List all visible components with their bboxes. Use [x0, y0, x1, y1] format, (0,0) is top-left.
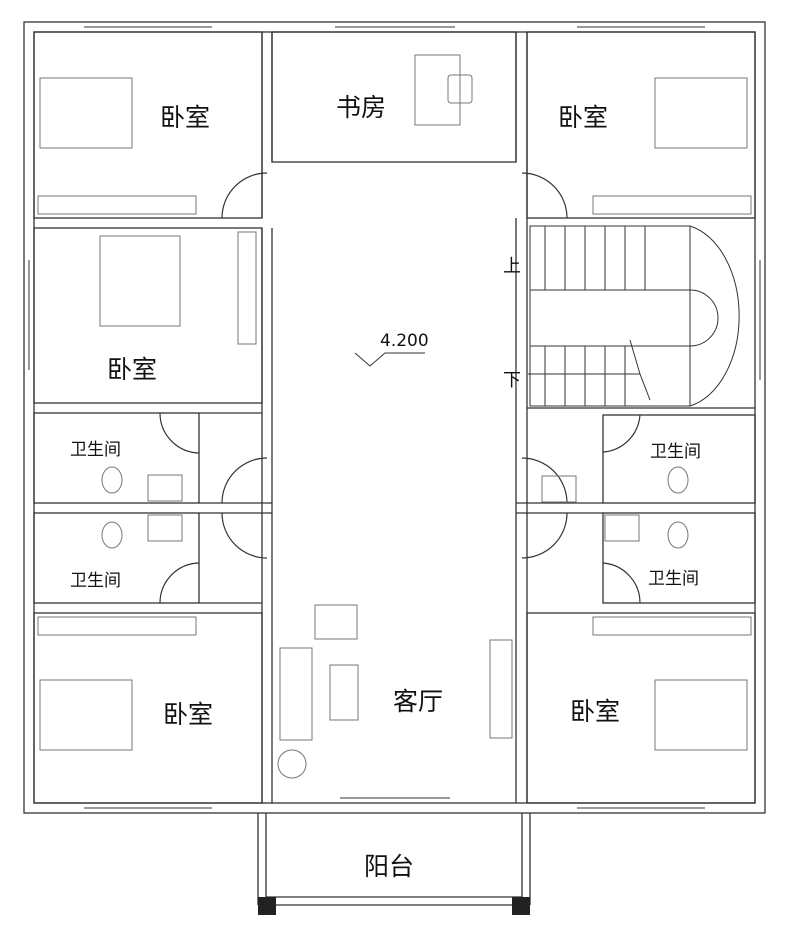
staircase: [528, 225, 740, 407]
wardrobe-icon: [592, 195, 752, 215]
sink-icon: [541, 475, 577, 503]
bedroom-top-left-label: 卧室: [160, 103, 211, 132]
furniture: [37, 54, 752, 779]
walls: [23, 21, 766, 906]
bed-icon: [39, 77, 133, 149]
bath-left-1-label: 卫生间: [70, 440, 121, 460]
bath-right-2-label: 卫生间: [648, 569, 699, 589]
bedroom-bottom-right-label: 卧室: [570, 697, 621, 726]
bed-icon: [99, 235, 181, 327]
pillar: [258, 897, 276, 915]
bedroom-mid-left-label: 卧室: [107, 355, 158, 384]
bath-right-1-label: 卫生间: [650, 442, 701, 462]
wardrobe-icon: [237, 231, 257, 345]
bed-icon: [654, 679, 748, 751]
toilet-icon: [667, 466, 689, 494]
toilet-icon: [667, 521, 689, 549]
toilet-icon: [101, 466, 123, 494]
stairs-up-label: 上: [503, 256, 521, 277]
living-room-label: 客厅: [393, 687, 444, 716]
windows: [23, 21, 761, 814]
sink-icon: [147, 474, 183, 502]
wall-bedroom-br: [526, 612, 756, 804]
wall-bath-r2: [602, 512, 756, 604]
bed-icon: [39, 679, 133, 751]
toilet-icon: [101, 521, 123, 549]
wall-bedroom-tl: [33, 31, 263, 219]
wardrobe-icon: [592, 616, 752, 636]
elevation-marker: [354, 352, 425, 367]
wall-bedroom-bl: [33, 612, 263, 804]
study-label: 书房: [336, 93, 387, 122]
table-icon: [277, 749, 307, 779]
tv-cabinet-icon: [489, 639, 513, 739]
bedroom-bottom-left-label: 卧室: [163, 700, 214, 729]
desk-icon: [414, 54, 461, 126]
balcony-label: 阳台: [364, 852, 415, 881]
pillar: [512, 897, 530, 915]
bath-left-2-label: 卫生间: [70, 571, 121, 591]
elevation-label: 4.200: [380, 331, 429, 351]
wall-bath-l1: [33, 412, 200, 504]
bedroom-top-right-label: 卧室: [558, 103, 609, 132]
doors: [159, 172, 641, 604]
armchair-icon: [314, 604, 358, 640]
sofa-icon: [279, 647, 313, 741]
coffee-table-icon: [329, 664, 359, 721]
wardrobe-icon: [37, 616, 197, 636]
stairs-down-label: 下: [503, 370, 521, 391]
wardrobe-icon: [37, 195, 197, 215]
wall-bath-r1: [602, 414, 756, 504]
wall-bath-l2: [33, 512, 200, 604]
bed-icon: [654, 77, 748, 149]
wall-study: [271, 31, 517, 163]
sink-icon: [604, 514, 640, 542]
sink-icon: [147, 514, 183, 542]
chair-icon: [447, 74, 473, 104]
